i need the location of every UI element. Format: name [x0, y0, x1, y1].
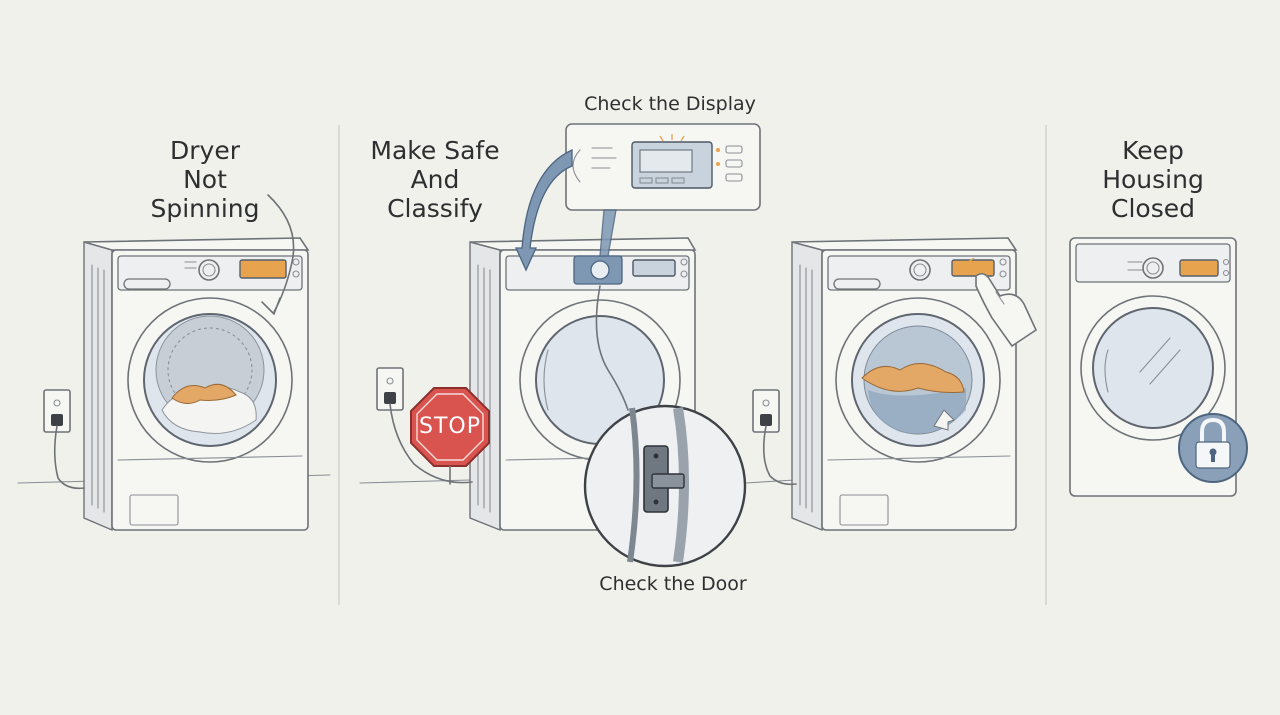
arrow-icon — [933, 409, 955, 431]
power-outlet-icon — [43, 389, 85, 490]
arrow-icon — [514, 148, 573, 272]
step-3-title: Keep Housing Closed — [1102, 136, 1204, 223]
stop-sign-icon — [410, 387, 490, 485]
lock-icon — [1178, 413, 1248, 483]
display-callout — [514, 123, 761, 272]
power-outlet-icon — [752, 389, 797, 486]
door-latch-icon — [643, 445, 685, 513]
power-outlet-icon — [376, 367, 473, 484]
hand-pointer-icon — [975, 272, 1038, 348]
door-callout — [583, 285, 747, 568]
dryer-1 — [83, 194, 310, 532]
dryer-3 — [791, 237, 1038, 532]
step-1-title: Dryer Not Spinning — [150, 136, 260, 223]
display-callout-label: Check the Display — [584, 93, 756, 115]
stop-sign-text: STOP — [419, 414, 481, 439]
floor-line-2 — [359, 479, 471, 484]
step-2-title: Make Safe And Classify — [370, 136, 500, 223]
floor-line-3 — [744, 479, 796, 484]
arrow-icon — [267, 194, 295, 313]
door-callout-label: Check the Door — [599, 573, 747, 595]
